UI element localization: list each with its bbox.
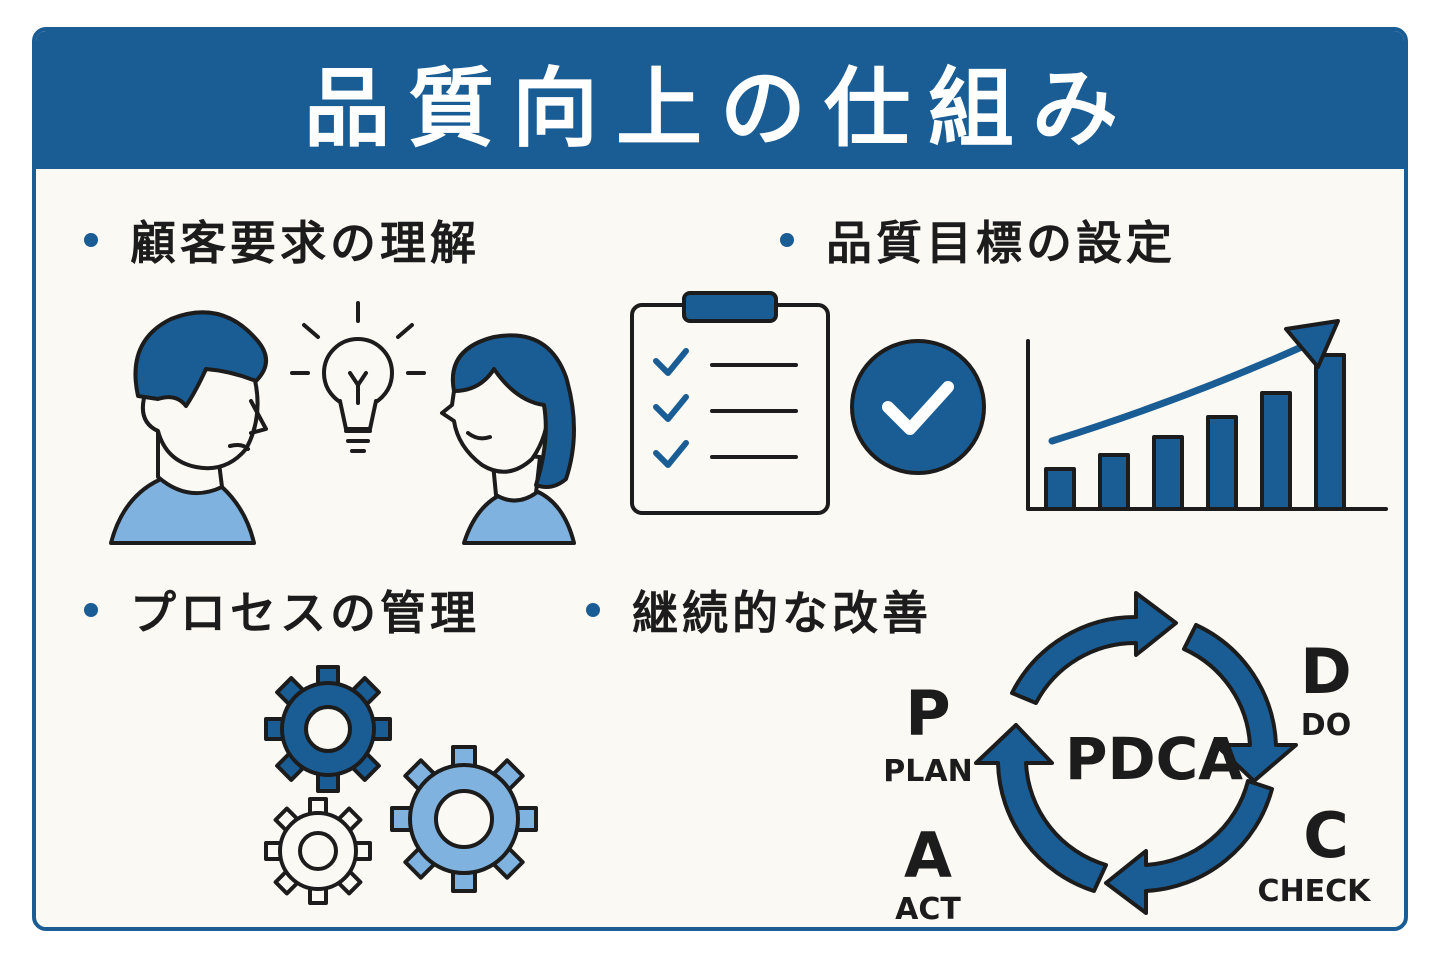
section-label: プロセスの管理 <box>130 586 480 640</box>
cycle-arrow-icon <box>974 591 1298 915</box>
man-icon <box>109 310 268 545</box>
clipboard-icon <box>630 291 830 515</box>
pdca-letter-a: A <box>904 819 952 892</box>
pdca-center-label: PDCA <box>1065 725 1243 793</box>
section-process-management: プロセスの管理 <box>84 577 480 643</box>
infographic-card: 品質向上の仕組み 顧客要求の理解 品質目標の設定 プロセスの管理 継続的な改善 <box>32 27 1408 931</box>
pdca-cycle-icon: PDCA P PLAN D DO C CHECK A ACT <box>883 591 1373 927</box>
check-circle-icon <box>850 339 986 475</box>
bullet-icon <box>84 233 98 247</box>
pdca-letter-p: P <box>905 677 950 750</box>
section-customer-requirements: 顧客要求の理解 <box>84 207 480 273</box>
pdca-word-act: ACT <box>895 892 961 927</box>
section-label: 継続的な改善 <box>632 586 932 640</box>
two-people-lightbulb-icon <box>109 301 576 545</box>
pdca-word-do: DO <box>1301 708 1351 743</box>
bullet-icon <box>586 603 600 617</box>
gear-icon <box>264 665 392 793</box>
gear-icon <box>390 745 538 893</box>
checklist-check-chart-icon <box>630 291 1388 515</box>
gear-icon <box>264 797 372 905</box>
page-title: 品質向上の仕組み <box>36 31 1404 169</box>
section-quality-goals: 品質目標の設定 <box>780 207 1176 273</box>
gears-icon <box>264 665 538 905</box>
section-label: 品質目標の設定 <box>826 216 1176 270</box>
lightbulb-icon <box>290 301 426 453</box>
pdca-word-check: CHECK <box>1258 874 1373 909</box>
pdca-letter-c: C <box>1303 799 1349 872</box>
bullet-icon <box>780 233 794 247</box>
section-label: 顧客要求の理解 <box>130 216 480 270</box>
woman-icon <box>440 333 576 545</box>
bar-chart-icon <box>1026 319 1388 511</box>
section-continuous-improvement: 継続的な改善 <box>586 577 932 643</box>
pdca-word-plan: PLAN <box>883 754 972 789</box>
bullet-icon <box>84 603 98 617</box>
pdca-letter-d: D <box>1300 635 1351 708</box>
